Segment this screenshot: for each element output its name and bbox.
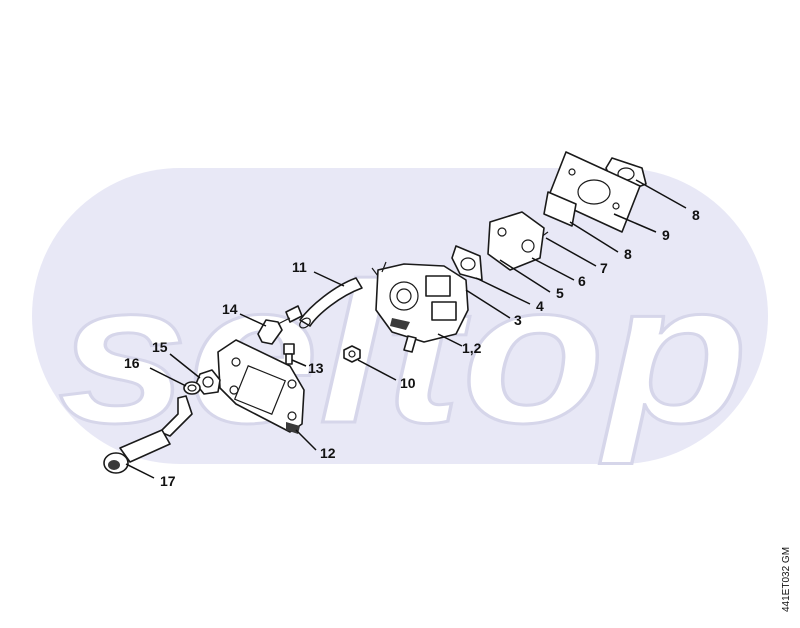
drawing-code: 441ET032 GM: [781, 546, 792, 612]
callout-1-2: 1,2: [462, 340, 482, 356]
leader-10: [357, 359, 397, 381]
part-washer: [183, 381, 201, 395]
part-flange: [487, 211, 545, 271]
leader-3: [465, 289, 511, 319]
callout-10: 10: [400, 375, 416, 391]
part-gasket-5: [451, 245, 483, 281]
part-carburetor: [371, 261, 469, 353]
leader-7: [545, 237, 597, 267]
callout-7: 7: [600, 260, 608, 276]
callout-5: 5: [556, 285, 564, 301]
leader-14: [239, 313, 267, 327]
part-hose: [299, 277, 363, 329]
callout-3: 3: [514, 312, 522, 328]
part-gasket-medium: [543, 191, 577, 227]
leader-6: [531, 257, 575, 281]
leader-5: [499, 259, 551, 293]
callout-8-gasket: 8: [692, 207, 700, 223]
leader-9: [613, 213, 657, 233]
callout-4: 4: [536, 298, 544, 314]
callout-16: 16: [124, 355, 140, 371]
leader-8a: [635, 179, 687, 209]
leader-4: [475, 277, 531, 305]
part-screw-13: [283, 343, 295, 365]
callout-labels: 8 9 8 7 6 5 4 3 1,2 10 11 14 13 12 15 16…: [124, 207, 700, 489]
callout-8-gasket-medium: 8: [624, 246, 632, 262]
callout-15: 15: [152, 339, 168, 355]
callout-14: 14: [222, 301, 238, 317]
leader-16: [149, 367, 187, 387]
callout-13: 13: [308, 360, 324, 376]
callout-17: 17: [160, 473, 176, 489]
callout-6: 6: [578, 273, 586, 289]
leader-13: [291, 359, 307, 367]
leader-8b: [569, 221, 619, 253]
part-fitting: [257, 305, 303, 345]
leader-12: [295, 429, 317, 451]
part-diaphragm: [547, 151, 641, 233]
callout-12: 12: [320, 445, 336, 461]
leader-12a: [437, 333, 463, 347]
part-impulse-line: [103, 395, 193, 474]
part-nut: [343, 345, 361, 363]
leader-lines: [125, 179, 687, 479]
callout-11: 11: [292, 259, 307, 275]
callout-9: 9: [662, 227, 670, 243]
leader-15: [169, 353, 201, 379]
leader-17: [125, 463, 155, 479]
leader-11: [313, 271, 345, 287]
